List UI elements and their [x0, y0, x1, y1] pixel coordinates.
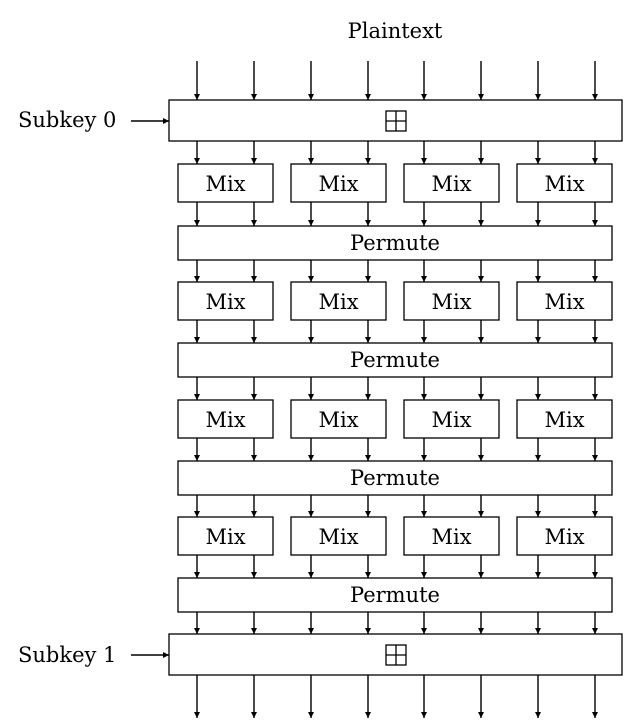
mix-box — [516, 163, 613, 203]
permute-label: Permute — [350, 583, 440, 607]
permute-label: Permute — [350, 231, 440, 255]
mix-label: Mix — [205, 525, 245, 549]
mix-box — [177, 399, 274, 439]
mix-label: Mix — [318, 172, 358, 196]
plaintext-label: Plaintext — [348, 19, 443, 43]
wire-arrows — [194, 61, 598, 718]
mix-box — [177, 163, 274, 203]
mix-label: Mix — [318, 525, 358, 549]
mix-box — [516, 281, 613, 321]
mix-label: Mix — [318, 290, 358, 314]
mix-label: Mix — [205, 408, 245, 432]
permute-label: Permute — [350, 348, 440, 372]
mix-label: Mix — [544, 525, 584, 549]
subkey-1-label: Subkey 1 — [18, 643, 116, 667]
mix-box — [516, 399, 613, 439]
permute-box — [177, 225, 613, 261]
permute-label: Permute — [350, 466, 440, 490]
mix-box — [403, 399, 500, 439]
mix-label: Mix — [431, 408, 471, 432]
mix-label: Mix — [544, 408, 584, 432]
mix-box — [403, 281, 500, 321]
mix-box — [403, 516, 500, 556]
mix-label: Mix — [205, 172, 245, 196]
mix-label: Mix — [431, 172, 471, 196]
permute-box — [177, 342, 613, 378]
mix-box — [177, 281, 274, 321]
mix-label: Mix — [205, 290, 245, 314]
mix-box — [290, 516, 387, 556]
mix-label: Mix — [318, 408, 358, 432]
mix-label: Mix — [544, 172, 584, 196]
mix-label: Mix — [431, 525, 471, 549]
mix-box — [516, 516, 613, 556]
mix-box — [290, 399, 387, 439]
mix-box — [290, 163, 387, 203]
mix-label: Mix — [544, 290, 584, 314]
permute-box — [177, 577, 613, 613]
mix-label: Mix — [431, 290, 471, 314]
boxed-plus-icon — [385, 644, 407, 666]
mix-box — [177, 516, 274, 556]
mix-box — [290, 281, 387, 321]
permute-box — [177, 460, 613, 496]
subkey-0-label: Subkey 0 — [18, 108, 116, 132]
mix-box — [403, 163, 500, 203]
boxed-plus-icon — [385, 110, 407, 132]
